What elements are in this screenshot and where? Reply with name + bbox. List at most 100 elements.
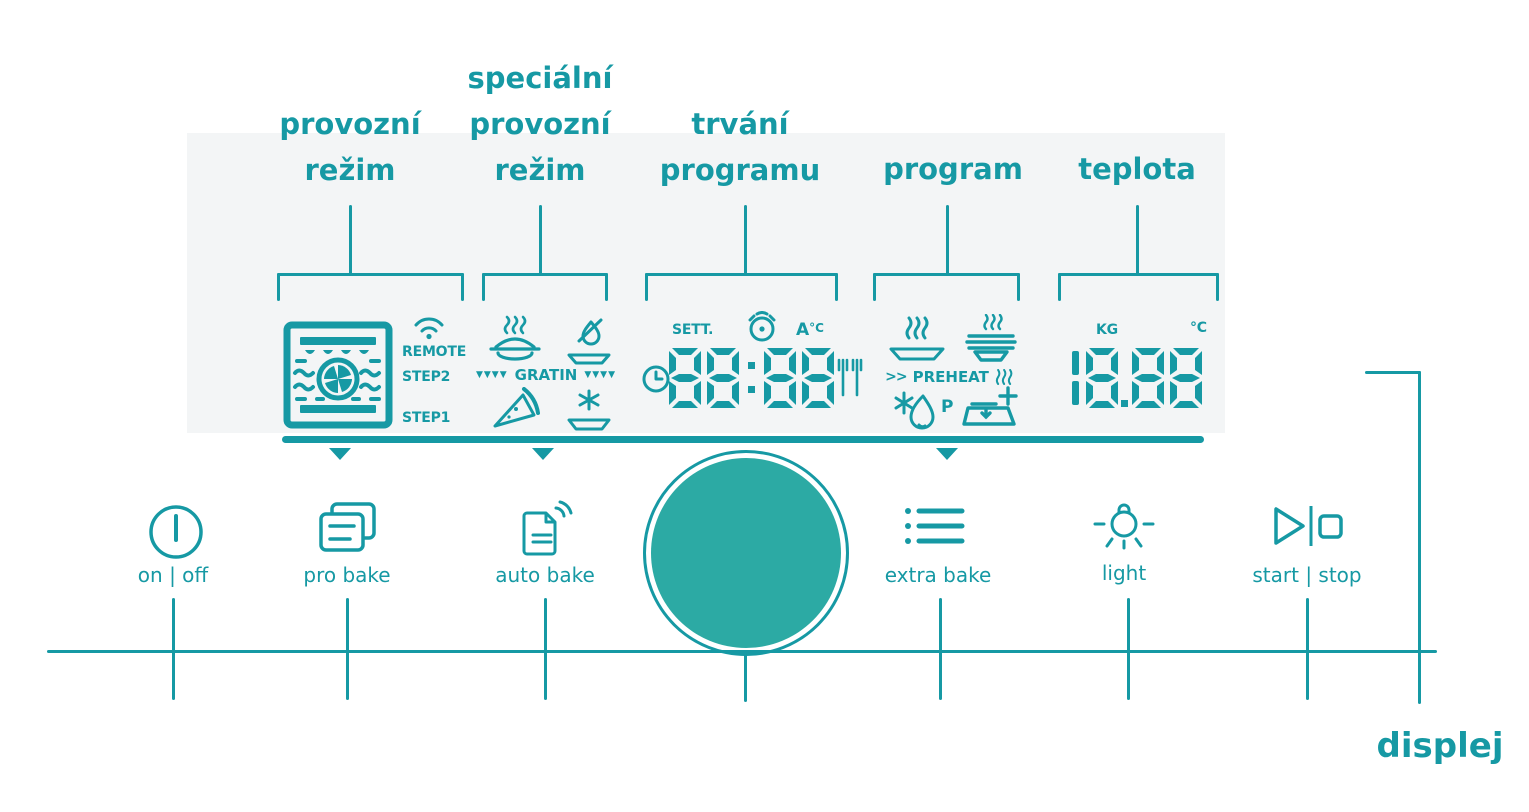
- callout-bracket: [645, 273, 838, 276]
- callout-stem: [946, 205, 949, 275]
- indicator-triangle: [532, 448, 554, 460]
- add-dish-icon: [962, 386, 1018, 426]
- start-stop-label: start | stop: [1252, 563, 1362, 587]
- callout-bracket-tick: [835, 273, 838, 301]
- callout-bracket-tick: [482, 273, 485, 301]
- button-stem: [346, 598, 349, 700]
- auto-temp-indicator: A °C: [796, 320, 824, 340]
- defrost-drop-icon: [894, 391, 935, 430]
- callout-bracket-tick: [1017, 273, 1020, 301]
- program-p-indicator: P: [941, 397, 954, 417]
- light-icon: [1093, 503, 1155, 550]
- start-stop-icon: [1274, 506, 1343, 546]
- preheat-label: PREHEAT: [912, 368, 989, 386]
- cutlery-icon: [837, 358, 863, 397]
- defrost-dish-icon: [567, 389, 611, 431]
- auto-label: A: [796, 320, 810, 340]
- callout-bracket-tick: [605, 273, 608, 301]
- extra-bake-icon: [905, 508, 965, 544]
- hot-dish-icon: [889, 316, 945, 361]
- rotary-knob[interactable]: [643, 450, 849, 656]
- pro-bake-label: pro bake: [303, 563, 391, 587]
- callout-stem: [1136, 205, 1139, 275]
- callout-bracket-tick: [1216, 273, 1219, 301]
- callout-bracket: [482, 273, 608, 276]
- display-underline-bar: [282, 436, 1204, 443]
- light-button[interactable]: light: [1064, 499, 1184, 593]
- button-stem: [1306, 598, 1309, 700]
- callout-bracket-tick: [1058, 273, 1061, 301]
- power-icon: [149, 505, 203, 559]
- indicator-triangle: [329, 448, 351, 460]
- rotary-knob-disc: [651, 458, 841, 648]
- button-stem: [172, 598, 175, 700]
- celsius-indicator: °C: [1190, 320, 1207, 336]
- power-button-label: on | off: [137, 563, 209, 587]
- degrees-label: °C: [809, 321, 824, 335]
- callout-bracket: [277, 273, 464, 276]
- callout-bracket-tick: [873, 273, 876, 301]
- heading-line: režim: [494, 153, 586, 187]
- oven-mode-icon: [283, 321, 393, 429]
- sett-indicator: SETT.: [672, 322, 714, 338]
- display-callout-line: [1365, 371, 1421, 374]
- callout-bracket-tick: [277, 273, 280, 301]
- gratin-label: GRATIN: [514, 366, 578, 384]
- heading-line: teplota: [1078, 152, 1196, 186]
- weight-temp-display: [1072, 348, 1202, 408]
- pizza-icon: [493, 387, 540, 428]
- time-display: [669, 348, 834, 408]
- step1-indicator: STEP1: [402, 410, 451, 426]
- pro-bake-icon: [319, 502, 376, 552]
- heading-line: programu: [659, 153, 821, 187]
- grill-marks: ▼▼▼▼: [584, 370, 617, 380]
- steam-casserole-icon: [489, 315, 541, 361]
- remote-indicator: REMOTE: [402, 344, 467, 360]
- heading-temperature: teplota: [1078, 146, 1196, 192]
- pro-bake-button[interactable]: pro bake: [287, 501, 407, 593]
- callout-bracket: [1058, 273, 1219, 276]
- extra-bake-button[interactable]: extra bake: [876, 505, 1000, 593]
- auto-bake-icon: [522, 500, 573, 556]
- display-callout-label: displej: [1376, 726, 1504, 766]
- panel-baseline: [47, 650, 1437, 653]
- callout-stem: [349, 205, 352, 275]
- callout-bracket: [873, 273, 1020, 276]
- steam-marks-icon: [995, 369, 1013, 385]
- callout-stem: [744, 205, 747, 275]
- heading-program-duration: trvání programu: [660, 101, 820, 193]
- alarm-clock-icon: [748, 311, 776, 342]
- step2-indicator: STEP2: [402, 369, 451, 385]
- power-button[interactable]: on | off: [113, 503, 233, 593]
- kg-indicator: KG: [1096, 322, 1118, 338]
- heading-special-operating-mode: speciální provozní režim: [468, 55, 613, 193]
- no-moisture-dish-icon: [567, 318, 611, 365]
- button-stem: [939, 598, 942, 700]
- heading-operating-mode: provozní režim: [279, 101, 420, 193]
- heading-line: provozní: [469, 107, 611, 141]
- heading-line: trvání: [691, 107, 789, 141]
- button-stem: [544, 598, 547, 700]
- heading-line: program: [883, 152, 1023, 186]
- plate-warming-icon: [965, 314, 1017, 362]
- wifi-icon: [414, 317, 444, 340]
- heading-line: speciální: [467, 61, 613, 95]
- heading-line: provozní: [279, 107, 421, 141]
- chevrons-label: >>: [885, 369, 907, 385]
- indicator-triangle: [936, 448, 958, 460]
- callout-stem: [539, 205, 542, 275]
- auto-bake-button[interactable]: auto bake: [485, 499, 605, 593]
- heading-line: režim: [304, 153, 396, 187]
- callout-bracket-tick: [645, 273, 648, 301]
- grill-marks: ▼▼▼▼: [475, 370, 508, 380]
- start-stop-button[interactable]: start | stop: [1237, 503, 1377, 593]
- preheat-indicator: >> PREHEAT: [885, 368, 1015, 386]
- display-callout-line: [1418, 371, 1421, 704]
- callout-bracket-tick: [461, 273, 464, 301]
- auto-bake-label: auto bake: [495, 563, 595, 587]
- gratin-indicator: ▼▼▼▼ GRATIN ▼▼▼▼: [476, 366, 616, 384]
- heading-program: program: [883, 146, 1023, 192]
- extra-bake-label: extra bake: [884, 563, 992, 587]
- knob-stem: [744, 654, 747, 702]
